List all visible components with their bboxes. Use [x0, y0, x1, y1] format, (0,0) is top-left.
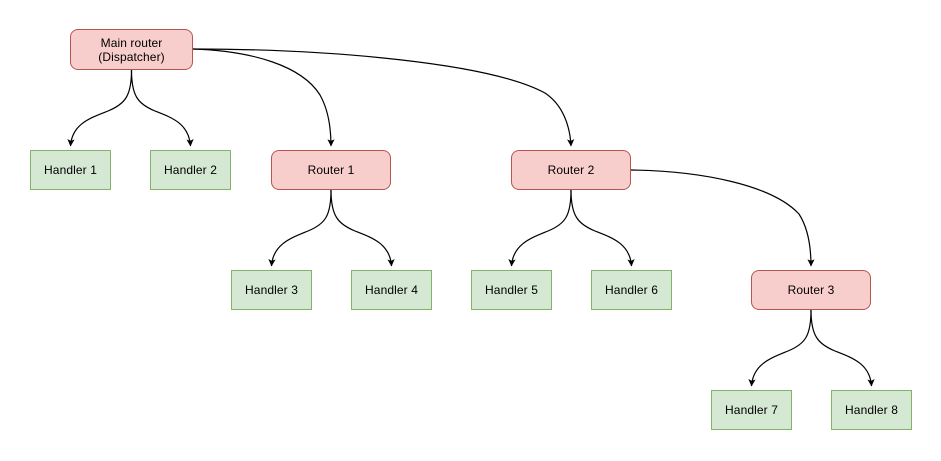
edge-main-to-handler-2 — [130, 69, 194, 147]
node-label-handler-1: Handler 1 — [44, 163, 97, 177]
node-label-handler-6: Handler 6 — [605, 283, 658, 297]
node-main-router[interactable]: Main router (Dispatcher) — [70, 29, 193, 70]
node-handler-6[interactable]: Handler 6 — [591, 270, 672, 310]
node-router-2[interactable]: Router 2 — [511, 150, 631, 190]
node-label-handler-2: Handler 2 — [164, 163, 217, 177]
node-label-router-3: Router 3 — [787, 283, 835, 297]
edge-router-1-to-handler-3 — [268, 189, 332, 267]
edge-router-2-to-router-3 — [630, 169, 815, 267]
edge-router-2-to-handler-6 — [570, 189, 635, 267]
node-label-handler-7: Handler 7 — [725, 403, 778, 417]
edge-router-3-to-handler-8 — [810, 309, 875, 387]
node-handler-7[interactable]: Handler 7 — [711, 390, 792, 430]
edge-main-to-router-2 — [192, 48, 575, 147]
edge-main-to-handler-1 — [67, 69, 133, 147]
edge-router-2-to-handler-5 — [508, 189, 572, 267]
edge-router-3-to-handler-7 — [748, 309, 812, 387]
node-label-router-2: Router 2 — [547, 163, 595, 177]
edge-main-to-router-1 — [192, 48, 335, 147]
node-label-main-router: Main router (Dispatcher) — [98, 35, 165, 64]
node-handler-5[interactable]: Handler 5 — [471, 270, 552, 310]
edge-router-1-to-handler-4 — [330, 189, 395, 267]
node-label-router-1: Router 1 — [307, 163, 355, 177]
node-label-handler-3: Handler 3 — [245, 283, 298, 297]
node-handler-2[interactable]: Handler 2 — [150, 150, 231, 190]
node-handler-1[interactable]: Handler 1 — [30, 150, 111, 190]
node-handler-4[interactable]: Handler 4 — [351, 270, 432, 310]
node-label-handler-8: Handler 8 — [845, 403, 898, 417]
node-handler-3[interactable]: Handler 3 — [231, 270, 312, 310]
node-handler-8[interactable]: Handler 8 — [831, 390, 912, 430]
node-label-handler-4: Handler 4 — [365, 283, 418, 297]
node-router-3[interactable]: Router 3 — [751, 270, 871, 310]
node-label-handler-5: Handler 5 — [485, 283, 538, 297]
node-router-1[interactable]: Router 1 — [271, 150, 391, 190]
